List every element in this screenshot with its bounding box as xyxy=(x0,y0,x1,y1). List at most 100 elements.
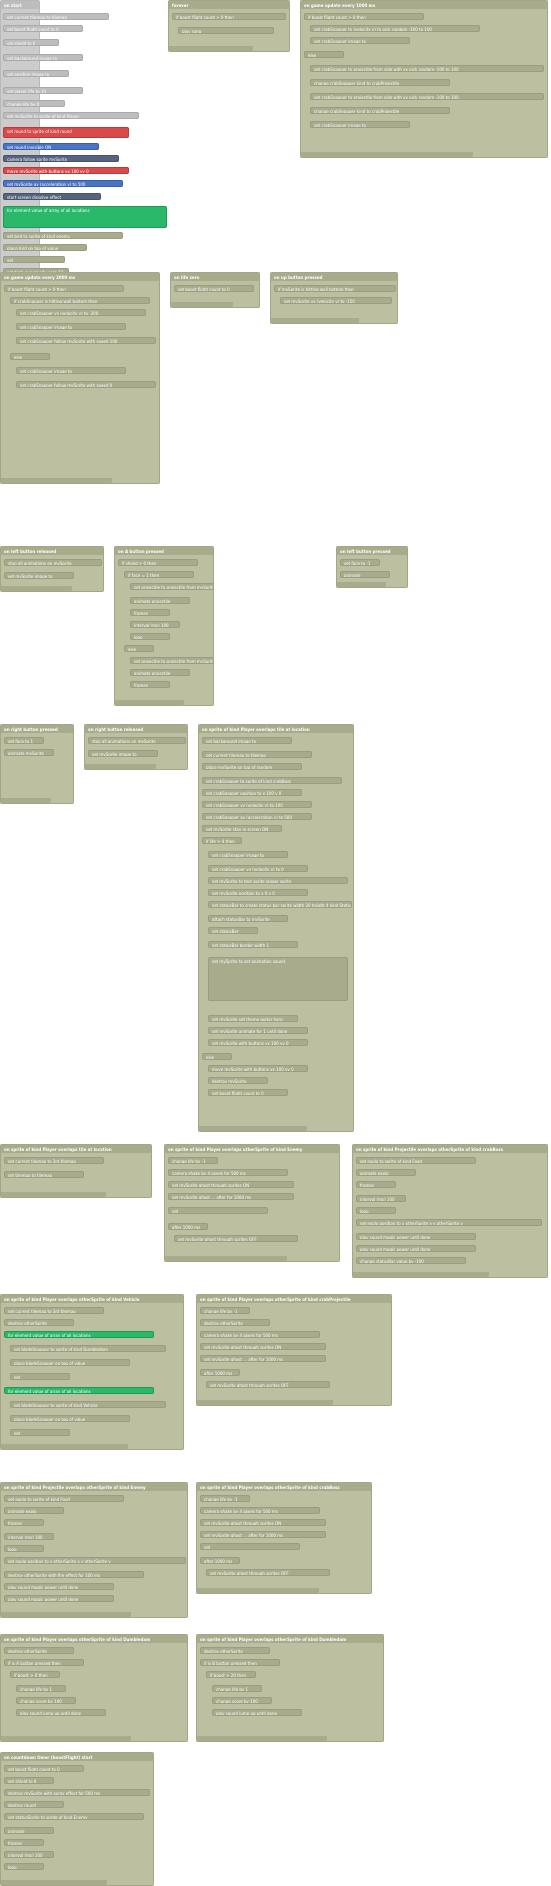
statement-block[interactable]: place bladeSnapper on top of value xyxy=(10,1359,130,1366)
statement-block[interactable]: change crabSnapper kind to crabProjectil… xyxy=(310,79,450,86)
statement-block[interactable]: place mySprite on top of random xyxy=(202,763,302,770)
overlap-enemy-block[interactable]: on sprite of kind Player overlaps otherS… xyxy=(164,1144,340,1262)
statement-block[interactable]: destroy otherSprite with fire effect for… xyxy=(4,1571,144,1578)
statement-block[interactable]: change score by 100 xyxy=(212,1697,272,1704)
a-button-block[interactable]: on A button pressed if shield > 0 then i… xyxy=(114,546,214,706)
set-acceleration-block[interactable]: set mySprite ay (acceleration y) to 500 xyxy=(3,180,123,187)
statement-block[interactable]: set explo to sprite of kind Food xyxy=(356,1157,476,1164)
statement-block[interactable]: play sound magic power until done xyxy=(4,1595,114,1602)
countdown-block[interactable]: on countdown timer (boostFlight) start s… xyxy=(0,1752,154,1886)
for-element-block[interactable]: for element value of array of all locati… xyxy=(4,1331,154,1338)
statement-block[interactable]: set xyxy=(168,1207,268,1214)
for-element-block[interactable]: for element value of array of all locati… xyxy=(4,1387,154,1394)
up-button-block[interactable]: on up button pressed if mySprite is hitt… xyxy=(270,272,398,324)
statement-block[interactable]: destroy otherSprite xyxy=(200,1319,270,1326)
if-block[interactable]: if crabSnapper is hitting wall bottom th… xyxy=(10,297,150,304)
statement-block[interactable]: set boost flight count to 0 xyxy=(174,285,254,292)
game-update-2000-block[interactable]: on game update every 2000 ms if boost fl… xyxy=(0,272,160,484)
statement-block[interactable]: set mySprite ghost through sprites OFF xyxy=(206,1381,330,1388)
statement-block[interactable]: set mySprite ghost ... after for 1000 ms xyxy=(200,1531,326,1538)
statement-block[interactable]: set xyxy=(10,1429,70,1436)
statement-block[interactable]: set crabSnapper vy (velocity y) to 100 xyxy=(202,801,312,808)
statement-block[interactable]: interval (ms) 100 xyxy=(4,1851,54,1858)
statement-block[interactable]: set mySprite image to xyxy=(88,750,158,757)
statement-block[interactable]: set shield to 0 xyxy=(3,39,59,46)
statement-block[interactable]: set crabSnapper image to xyxy=(310,37,410,44)
game-update-1000-block[interactable]: on game update every 1000 ms if boost fl… xyxy=(300,0,548,158)
set-invisible-block[interactable]: set round invisible ON xyxy=(3,143,99,150)
overlap-tile-block[interactable]: on sprite of kind Player overlaps tile a… xyxy=(198,724,354,1132)
statement-block[interactable]: change life by 1 xyxy=(16,1685,66,1692)
left-pressed-block[interactable]: on left button pressed set face to -1 an… xyxy=(336,546,408,588)
if-block[interactable]: if face = 1 then xyxy=(124,571,194,578)
statement-block[interactable]: destroy mySprite with spray effect for 5… xyxy=(4,1789,150,1796)
statement-block[interactable]: animate mySprite xyxy=(4,749,54,756)
if-block[interactable]: if boost flight count > 0 then xyxy=(4,285,124,292)
statement-block[interactable]: set mySprite ghost through sprites ON xyxy=(200,1343,326,1350)
overlap-player-crabboss-block[interactable]: on sprite of kind Player overlaps otherS… xyxy=(196,1482,372,1594)
if-block[interactable]: if shield > 0 then xyxy=(118,559,198,566)
statement-block[interactable]: after 1000 ms xyxy=(200,1557,240,1564)
statement-block[interactable]: set crabSnapper follow mySprite with spe… xyxy=(16,337,156,344)
statement-block[interactable]: set mySprite ghost ... after for 1000 ms xyxy=(168,1193,294,1200)
statement-block[interactable]: set mySprite vy (velocity y) to -150 xyxy=(280,297,392,304)
statement-block[interactable]: set mySprite ghost through sprites ON xyxy=(168,1181,294,1188)
move-with-buttons-block[interactable]: move mySprite with buttons vx 100 vy 0 xyxy=(3,167,129,174)
if-block[interactable]: if life > 4 then xyxy=(202,837,242,844)
statement-block[interactable]: set bird to sprite of kind enemy xyxy=(3,232,123,239)
overlap-projectile-enemy-block[interactable]: on sprite of kind Projectile overlaps ot… xyxy=(0,1482,188,1618)
statement-block[interactable]: set xyxy=(3,256,65,263)
for-element-block[interactable]: for element value of array of all locati… xyxy=(3,206,167,228)
statement-block[interactable]: change life by -1 xyxy=(200,1495,250,1502)
statement-block[interactable]: interval (ms) 100 xyxy=(130,621,180,628)
right-released-block[interactable]: on right button released stop all animat… xyxy=(84,724,188,770)
forever-block[interactable]: forever if boost flight count > 0 then p… xyxy=(168,0,290,52)
statement-block[interactable]: play sound magic power until done xyxy=(4,1583,114,1590)
statement-block[interactable]: set mySprite position to x 0 y 0 xyxy=(208,889,308,896)
statement-block[interactable]: loop xyxy=(356,1207,396,1214)
statement-block[interactable]: set background image to xyxy=(3,54,83,61)
statement-block[interactable]: loop xyxy=(130,633,170,640)
statement-block[interactable]: set tilemap to tilemap xyxy=(4,1171,84,1178)
statement-block[interactable]: change statusBar value by -100 xyxy=(356,1257,466,1264)
statement-block[interactable]: set crabSnapper vy (velocity y) to -200 xyxy=(16,309,146,316)
statement-block[interactable]: set mySprite to text sprite longer sprit… xyxy=(208,877,348,884)
statement-block[interactable]: set mySprite ghost through sprites OFF xyxy=(174,1235,298,1242)
statement-block[interactable]: play sound magic power until done xyxy=(356,1245,476,1252)
statement-block[interactable]: set statusBar xyxy=(208,927,258,934)
statement-block[interactable]: play sound jump up until done xyxy=(212,1709,302,1716)
statement-block[interactable]: set projectile to projectile from mySpri… xyxy=(130,657,213,664)
statement-block[interactable]: destroy round xyxy=(4,1801,64,1808)
statement-block[interactable]: set mySprite image to xyxy=(4,572,74,579)
if-block[interactable]: if mySprite is hitting wall bottom then xyxy=(274,285,396,292)
statement-block[interactable]: frames xyxy=(4,1519,44,1526)
statement-block[interactable]: set statusBar border width 1 xyxy=(208,941,298,948)
statement-block[interactable]: animate projectile xyxy=(130,669,190,676)
statement-block[interactable]: camera shake by 4 pixels for 500 ms xyxy=(168,1169,288,1176)
overlap-crabprojectile-block[interactable]: on sprite of kind Player overlaps otherS… xyxy=(196,1294,392,1406)
statement-block[interactable]: animate xyxy=(340,571,390,578)
statement-block[interactable]: after 1000 ms xyxy=(168,1223,208,1230)
statement-block[interactable]: change life by -1 xyxy=(168,1157,218,1164)
statement-block[interactable]: set xyxy=(200,1543,300,1550)
statement-block[interactable]: move mySprite with buttons vx 100 vy 0 xyxy=(208,1065,308,1072)
statement-block[interactable]: set mySprite ghost through sprites ON xyxy=(200,1519,326,1526)
statement-block[interactable]: destroy otherSprite xyxy=(4,1319,74,1326)
statement-block[interactable]: stop all animations on mySprite xyxy=(88,737,186,744)
statement-block[interactable]: set statusSprite to sprite of kind Enemy xyxy=(4,1813,144,1820)
statement-block[interactable]: frames xyxy=(4,1839,44,1846)
statement-block[interactable]: set mySprite with buttons vx 100 vy 0 xyxy=(208,1039,308,1046)
statement-block[interactable]: set crabSnapper to projectile from side … xyxy=(310,93,544,100)
statement-block[interactable]: frames xyxy=(130,681,170,688)
statement-block[interactable]: set face to -1 xyxy=(340,559,380,566)
statement-block[interactable]: set crabSnapper ay (acceleration y) to 5… xyxy=(202,813,312,820)
statement-block[interactable]: set position image to xyxy=(3,70,69,77)
statement-block[interactable]: set mySprite ghost ... after for 1000 ms xyxy=(200,1355,326,1362)
statement-block[interactable]: set projectile to projectile from mySpri… xyxy=(130,583,213,590)
statement-block[interactable]: frames xyxy=(130,609,170,616)
statement-block[interactable]: set xyxy=(10,1373,70,1380)
statement-block[interactable]: set face to 1 xyxy=(4,737,44,744)
statement-block[interactable]: loop xyxy=(4,1545,44,1552)
statement-block[interactable]: set background image to xyxy=(202,737,292,744)
camera-follow-block[interactable]: camera follow sprite mySprite xyxy=(3,155,119,162)
